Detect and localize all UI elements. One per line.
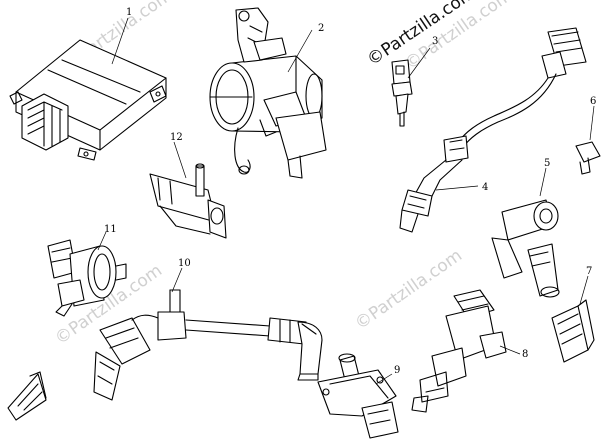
ecu-module [9, 17, 167, 161]
throttle-body [209, 7, 327, 179]
callout-9a: 9 [394, 365, 400, 376]
callout-3: 3 [432, 36, 438, 47]
oxygen-sensor [399, 27, 587, 233]
callout-6: 6 [590, 96, 596, 107]
callout-10: 10 [178, 258, 191, 269]
bolt [575, 105, 601, 175]
callout-7: 7 [586, 266, 592, 277]
callout-4: 4 [482, 182, 488, 193]
fuel-injector [411, 289, 521, 413]
map-sensor [149, 141, 227, 239]
pressure-sensor [317, 353, 399, 439]
speed-sensor-cable [93, 267, 323, 401]
callout-12: 12 [170, 132, 183, 143]
callout-labels: 1 2 3 4 5 6 7 8 9 10 11 12 [104, 7, 596, 376]
callout-8: 8 [522, 349, 528, 360]
cam-sensor [491, 167, 560, 298]
callout-11: 11 [104, 224, 117, 235]
callout-1: 1 [126, 7, 132, 18]
grommet-wedge [7, 371, 47, 421]
temperature-sensor [391, 47, 431, 127]
fuel-pressure-regulator [47, 231, 127, 317]
callout-2: 2 [318, 23, 324, 34]
connector-clip [551, 275, 595, 363]
callout-5: 5 [544, 158, 550, 169]
